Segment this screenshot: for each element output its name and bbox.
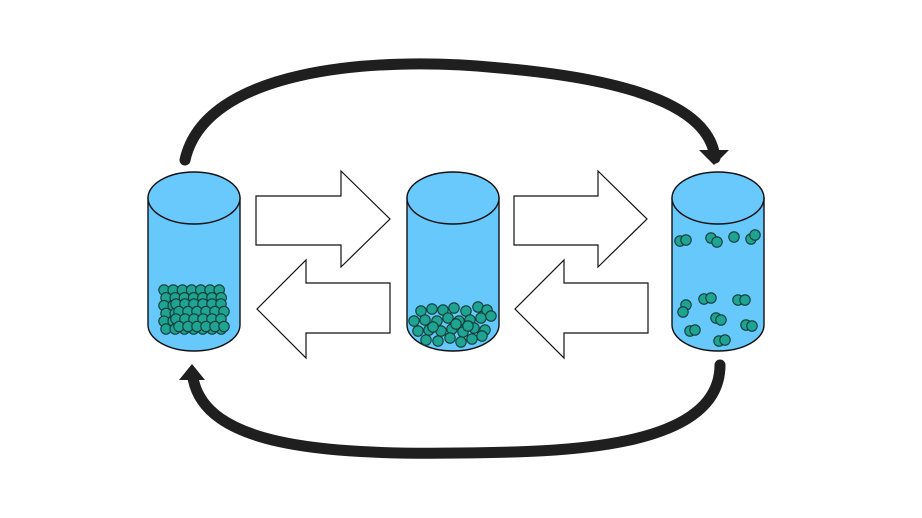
gas-to-solid-arrowhead <box>179 364 205 380</box>
container-top <box>147 171 241 225</box>
container-top <box>406 171 500 225</box>
particle <box>711 236 723 248</box>
particle <box>475 312 487 324</box>
particle <box>705 292 717 304</box>
particle <box>680 234 692 246</box>
particle <box>739 294 751 306</box>
particle <box>218 320 230 333</box>
particle <box>715 314 727 326</box>
particle <box>689 324 701 336</box>
particle <box>746 320 758 332</box>
particle <box>462 320 474 332</box>
particle <box>408 315 420 327</box>
particle <box>719 334 731 346</box>
gas-to-liquid-arrow <box>514 258 649 360</box>
particle <box>476 330 488 342</box>
particle <box>427 321 439 333</box>
liquid-to-gas-arrow <box>513 169 648 269</box>
gas-to-solid-arrow <box>187 359 726 459</box>
container-body <box>671 197 765 352</box>
particle <box>432 335 444 347</box>
particle <box>455 336 467 348</box>
particle <box>412 325 424 337</box>
particle <box>426 303 438 315</box>
particle <box>448 302 460 314</box>
container-top <box>671 171 765 225</box>
solid-container <box>147 171 241 352</box>
particle <box>442 312 454 324</box>
liquid-to-solid-arrow <box>256 258 391 360</box>
particle <box>420 334 432 346</box>
particle <box>728 231 740 243</box>
solid-to-gas-arrow <box>179 58 721 166</box>
gas-container <box>671 171 765 352</box>
particle <box>485 310 497 322</box>
solid-to-gas-arrowhead <box>699 150 729 165</box>
particle <box>450 318 462 330</box>
particle <box>466 333 478 345</box>
solid-to-liquid-arrow <box>255 169 391 269</box>
particle <box>749 229 761 241</box>
liquid-container <box>406 171 500 352</box>
particle <box>677 306 689 318</box>
particle <box>419 314 431 326</box>
particle <box>444 332 456 344</box>
